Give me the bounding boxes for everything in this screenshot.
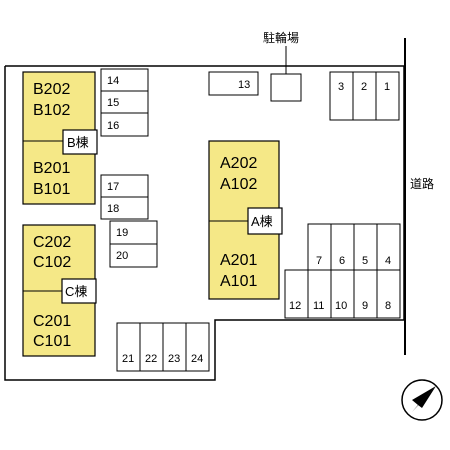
- parking-space-number: 15: [107, 97, 119, 109]
- parking-space-number: 3: [338, 81, 344, 93]
- building-b: B202 B102 B201 B101 B棟: [22, 71, 98, 205]
- building-c: C202 C102 C201 C101 C棟: [22, 224, 97, 357]
- parking-space: [208, 71, 259, 96]
- parking-space-number: 9: [362, 300, 368, 312]
- parking-space-number: 19: [116, 227, 128, 239]
- parking-space-number: 17: [107, 181, 119, 193]
- parking-space: [352, 71, 377, 121]
- parking-space: [100, 196, 149, 220]
- parking-space-number: 22: [145, 353, 157, 365]
- parking-space-number: 8: [385, 300, 391, 312]
- parking-space-number: 10: [335, 300, 347, 312]
- parking-space-number: 7: [316, 255, 322, 267]
- unit-label: B201: [33, 160, 70, 177]
- unit-label: C101: [33, 333, 71, 350]
- parking-space: [185, 322, 210, 372]
- north-arrow-icon: [401, 379, 443, 421]
- unit-label: C102: [33, 254, 71, 271]
- parking-space-number: 23: [168, 353, 180, 365]
- building-b-tag: [62, 129, 98, 155]
- parking-space-number: 21: [122, 353, 134, 365]
- building-a-tag-text: A棟: [251, 214, 273, 229]
- unit-label: C201: [33, 313, 71, 330]
- parking-space-number: 11: [313, 300, 324, 312]
- unit-label: B202: [33, 81, 70, 98]
- parking-space: [109, 243, 158, 268]
- parking-space-number: 6: [339, 255, 345, 267]
- building-c-tag: [61, 278, 97, 304]
- parking-space-number: 1: [384, 81, 390, 93]
- unit-label: B101: [33, 181, 70, 198]
- parking-space-number: 2: [361, 81, 367, 93]
- unit-label: A102: [220, 176, 257, 193]
- bike-parking-area: [270, 73, 302, 102]
- parking-space-number: 12: [289, 300, 301, 312]
- building-b-tag-text: B棟: [67, 135, 89, 150]
- unit-label: C202: [33, 234, 71, 251]
- parking-space-number: 4: [385, 255, 391, 267]
- bike-parking-label: 駐輪場: [263, 30, 299, 45]
- parking-space: [375, 71, 400, 121]
- unit-label: B102: [33, 102, 70, 119]
- parking-space-number: 20: [116, 250, 128, 262]
- building-a: A202 A102 A201 A101 A棟: [208, 140, 283, 300]
- unit-label: A201: [220, 252, 257, 269]
- building-a-tag: [247, 207, 283, 235]
- parking-space-number: 13: [238, 79, 250, 91]
- unit-label: A101: [220, 273, 257, 290]
- parking-space: [100, 112, 149, 137]
- parking-space-number: 18: [107, 203, 119, 215]
- parking-space-number: 5: [362, 255, 368, 267]
- building-c-tag-text: C棟: [65, 284, 87, 299]
- unit-label: A202: [220, 155, 257, 172]
- road-label: 道路: [410, 176, 434, 191]
- parking-space-number: 14: [107, 75, 119, 87]
- parking-space: [329, 71, 354, 121]
- parking-space: [376, 269, 401, 319]
- parking-space-number: 16: [107, 120, 119, 132]
- parking-space-number: 24: [191, 353, 203, 365]
